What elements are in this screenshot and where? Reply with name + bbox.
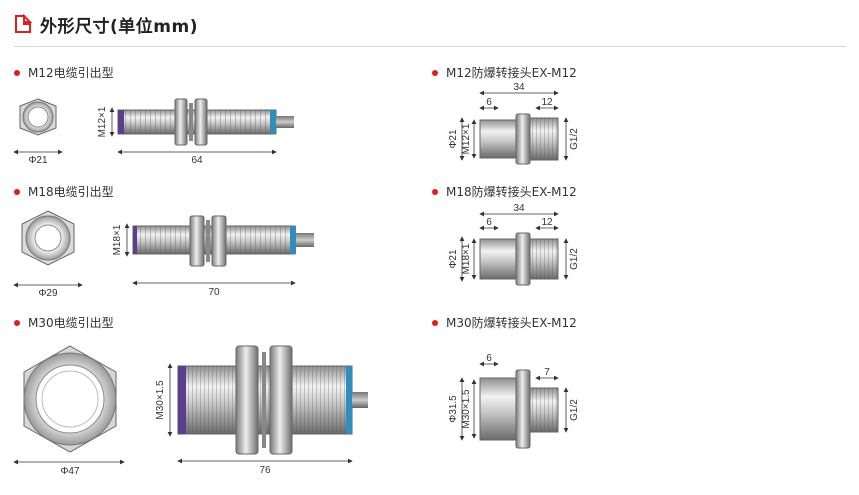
- bullet-icon: [432, 319, 438, 326]
- m18-adapter-pipe: G1/2: [569, 248, 580, 270]
- m12-length-label: 64: [191, 155, 203, 166]
- m30-sensor-side-view: [177, 345, 368, 455]
- section-header: 外形尺寸(单位mm): [14, 10, 198, 38]
- section-label: M30电缆引出型: [28, 316, 114, 330]
- m12-thread-label: M12×1: [97, 106, 108, 137]
- m30-length-label: 76: [259, 465, 271, 476]
- m18-adapter-right: 12: [541, 217, 553, 228]
- section-label: M18防爆转接头EX-M12: [446, 185, 577, 199]
- m30-adapter-right: 7: [544, 367, 550, 378]
- bookmark-icon: [15, 14, 32, 33]
- m12-adapter-drawing: [479, 113, 559, 165]
- m18-sensor-side-view: [132, 215, 314, 267]
- section-m30-cable: M30电缆引出型: [14, 314, 114, 331]
- section-m18-adapter: M18防爆转接头EX-M12: [432, 183, 577, 200]
- m12-sensor-side-view: [117, 98, 294, 146]
- m12-adapter-right: 12: [541, 97, 553, 108]
- section-m12-cable: M12电缆引出型: [14, 64, 114, 81]
- m30-adapter-diameter: Φ31.5: [448, 395, 459, 423]
- m30-end-view: [23, 345, 117, 453]
- m18-diameter-label: Φ29: [38, 288, 58, 299]
- bullet-icon: [14, 319, 20, 326]
- m18-adapter-thread: M18×1: [461, 243, 472, 274]
- m18-adapter-drawing: [479, 232, 559, 286]
- m30-adapter-drawing: [479, 369, 559, 449]
- m30-adapter-pipe: G1/2: [569, 399, 580, 421]
- section-label: M30防爆转接头EX-M12: [446, 316, 577, 330]
- bullet-icon: [14, 69, 20, 76]
- section-m30-adapter: M30防爆转接头EX-M12: [432, 314, 577, 331]
- page-title: 外形尺寸(单位mm): [40, 16, 198, 37]
- bullet-icon: [14, 188, 20, 195]
- section-label: M12防爆转接头EX-M12: [446, 66, 577, 80]
- section-label: M12电缆引出型: [28, 66, 114, 80]
- bullet-icon: [432, 69, 438, 76]
- header-divider: [14, 46, 846, 47]
- m30-diameter-label: Φ47: [60, 466, 80, 477]
- m18-length-label: 70: [208, 287, 220, 298]
- bullet-icon: [432, 188, 438, 195]
- m12-adapter-pipe: G1/2: [569, 128, 580, 150]
- m12-adapter-thread: M12×1: [461, 123, 472, 154]
- m30-adapter-thread: M30×1.5: [461, 389, 472, 429]
- m12-diameter-label: Φ21: [28, 155, 48, 166]
- m18-adapter-left: 6: [486, 217, 492, 228]
- m12-end-view: [19, 98, 57, 136]
- section-m18-cable: M18电缆引出型: [14, 183, 114, 200]
- m30-adapter-left: 6: [486, 353, 492, 364]
- m18-thread-label: M18×1: [112, 224, 123, 255]
- section-m12-adapter: M12防爆转接头EX-M12: [432, 64, 577, 81]
- m18-adapter-diameter: Φ21: [448, 249, 459, 269]
- section-label: M18电缆引出型: [28, 185, 114, 199]
- m12-adapter-left: 6: [486, 97, 492, 108]
- m12-adapter-total: 34: [513, 82, 525, 93]
- m30-thread-label: M30×1.5: [155, 380, 166, 420]
- m18-end-view: [21, 210, 75, 266]
- m18-adapter-total: 34: [513, 203, 525, 214]
- m12-adapter-diameter: Φ21: [448, 129, 459, 149]
